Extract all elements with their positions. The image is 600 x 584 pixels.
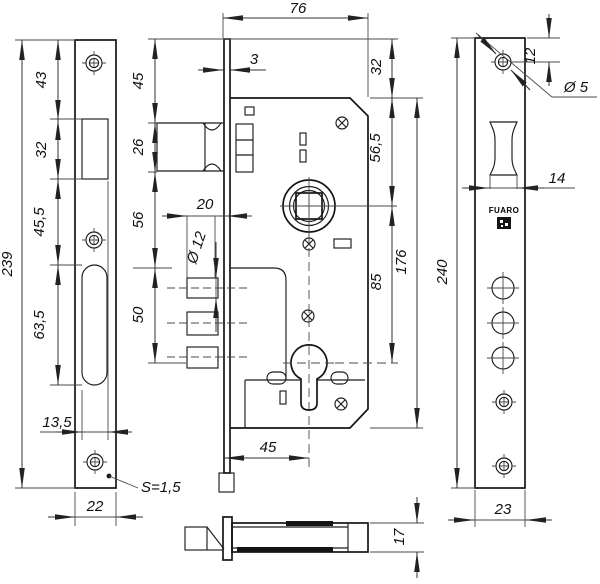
dim-63-5: 63,5 <box>31 310 48 340</box>
case-bottom-view: 17 <box>184 497 424 578</box>
hub-centerlines <box>280 177 397 234</box>
dim-176: 176 <box>393 249 410 275</box>
screw-hole <box>492 454 516 478</box>
dim-26: 26 <box>130 138 147 156</box>
brand-logo-text: FUARO <box>489 206 519 215</box>
case-hole <box>244 106 255 116</box>
screw-hole <box>82 228 106 252</box>
case-hole <box>333 238 352 249</box>
dim-239: 239 <box>0 251 16 278</box>
case-hole <box>299 149 307 163</box>
back-plate-view: Ø 5 12 14 FUARO <box>434 14 597 527</box>
dim-13-5: 13,5 <box>42 414 72 431</box>
oval-slot <box>330 371 349 385</box>
dim-14: 14 <box>549 170 566 187</box>
internal-plate <box>230 267 287 380</box>
faceplate-end-tab <box>218 472 235 493</box>
dim-45-backset: 45 <box>260 439 277 456</box>
internal-lines <box>244 379 365 428</box>
faceplate-edge <box>223 38 231 474</box>
case-screw <box>335 116 349 130</box>
label-thickness: S=1,5 <box>141 479 181 496</box>
front-plate-view: 239 43 32 45,5 63,5 13,5 22 S=1,5 <box>0 39 181 526</box>
case-outline <box>230 97 369 429</box>
dim-12: 12 <box>522 47 539 64</box>
faceplate-bar <box>222 516 233 561</box>
lock-case-side-view: 76 3 45 26 56 50 20 Ø 12 32 56,5 85 176 … <box>130 0 423 493</box>
case-rail <box>286 521 333 526</box>
screw-hole <box>82 51 106 75</box>
screw-hole <box>83 450 107 474</box>
dim-17: 17 <box>391 528 408 545</box>
dim-56: 56 <box>130 211 147 228</box>
pin-hole <box>487 342 519 374</box>
dim-22: 22 <box>86 498 104 515</box>
dim-32-right: 32 <box>368 58 385 75</box>
case-screw <box>301 309 315 323</box>
label-screw-diameter: Ø 5 <box>563 79 589 96</box>
latch-bolt-bottom <box>184 526 225 551</box>
latch-bolt-side <box>156 122 254 173</box>
dim-23: 23 <box>494 501 512 518</box>
dim-45-top: 45 <box>130 72 147 89</box>
latch-bolt-front <box>489 121 518 176</box>
deadbolt-slot <box>81 264 108 386</box>
euro-cylinder <box>290 344 328 411</box>
back-plate-outline <box>474 37 526 489</box>
brand-logo-mark <box>497 217 511 229</box>
deadbolt-pins <box>167 216 247 369</box>
dim-56-5: 56,5 <box>367 133 384 163</box>
dim-43: 43 <box>33 71 50 88</box>
screw-hole <box>492 390 516 414</box>
dim-32: 32 <box>33 141 50 158</box>
case-rail <box>237 547 333 552</box>
pin-hole <box>487 272 519 304</box>
case-hole <box>299 132 307 146</box>
pin-hole <box>487 307 519 339</box>
oval-slot <box>266 371 287 385</box>
front-plate-outline <box>74 39 117 489</box>
case-screw <box>334 397 348 411</box>
dim-85: 85 <box>368 273 385 290</box>
latch-cutout <box>81 118 109 180</box>
dim-45-5: 45,5 <box>31 207 48 237</box>
case-hole <box>279 390 287 405</box>
dim-76: 76 <box>290 0 307 17</box>
dim-240: 240 <box>434 259 451 286</box>
dim-20: 20 <box>196 196 214 213</box>
dim-50: 50 <box>130 306 147 323</box>
dim-3: 3 <box>250 51 259 68</box>
